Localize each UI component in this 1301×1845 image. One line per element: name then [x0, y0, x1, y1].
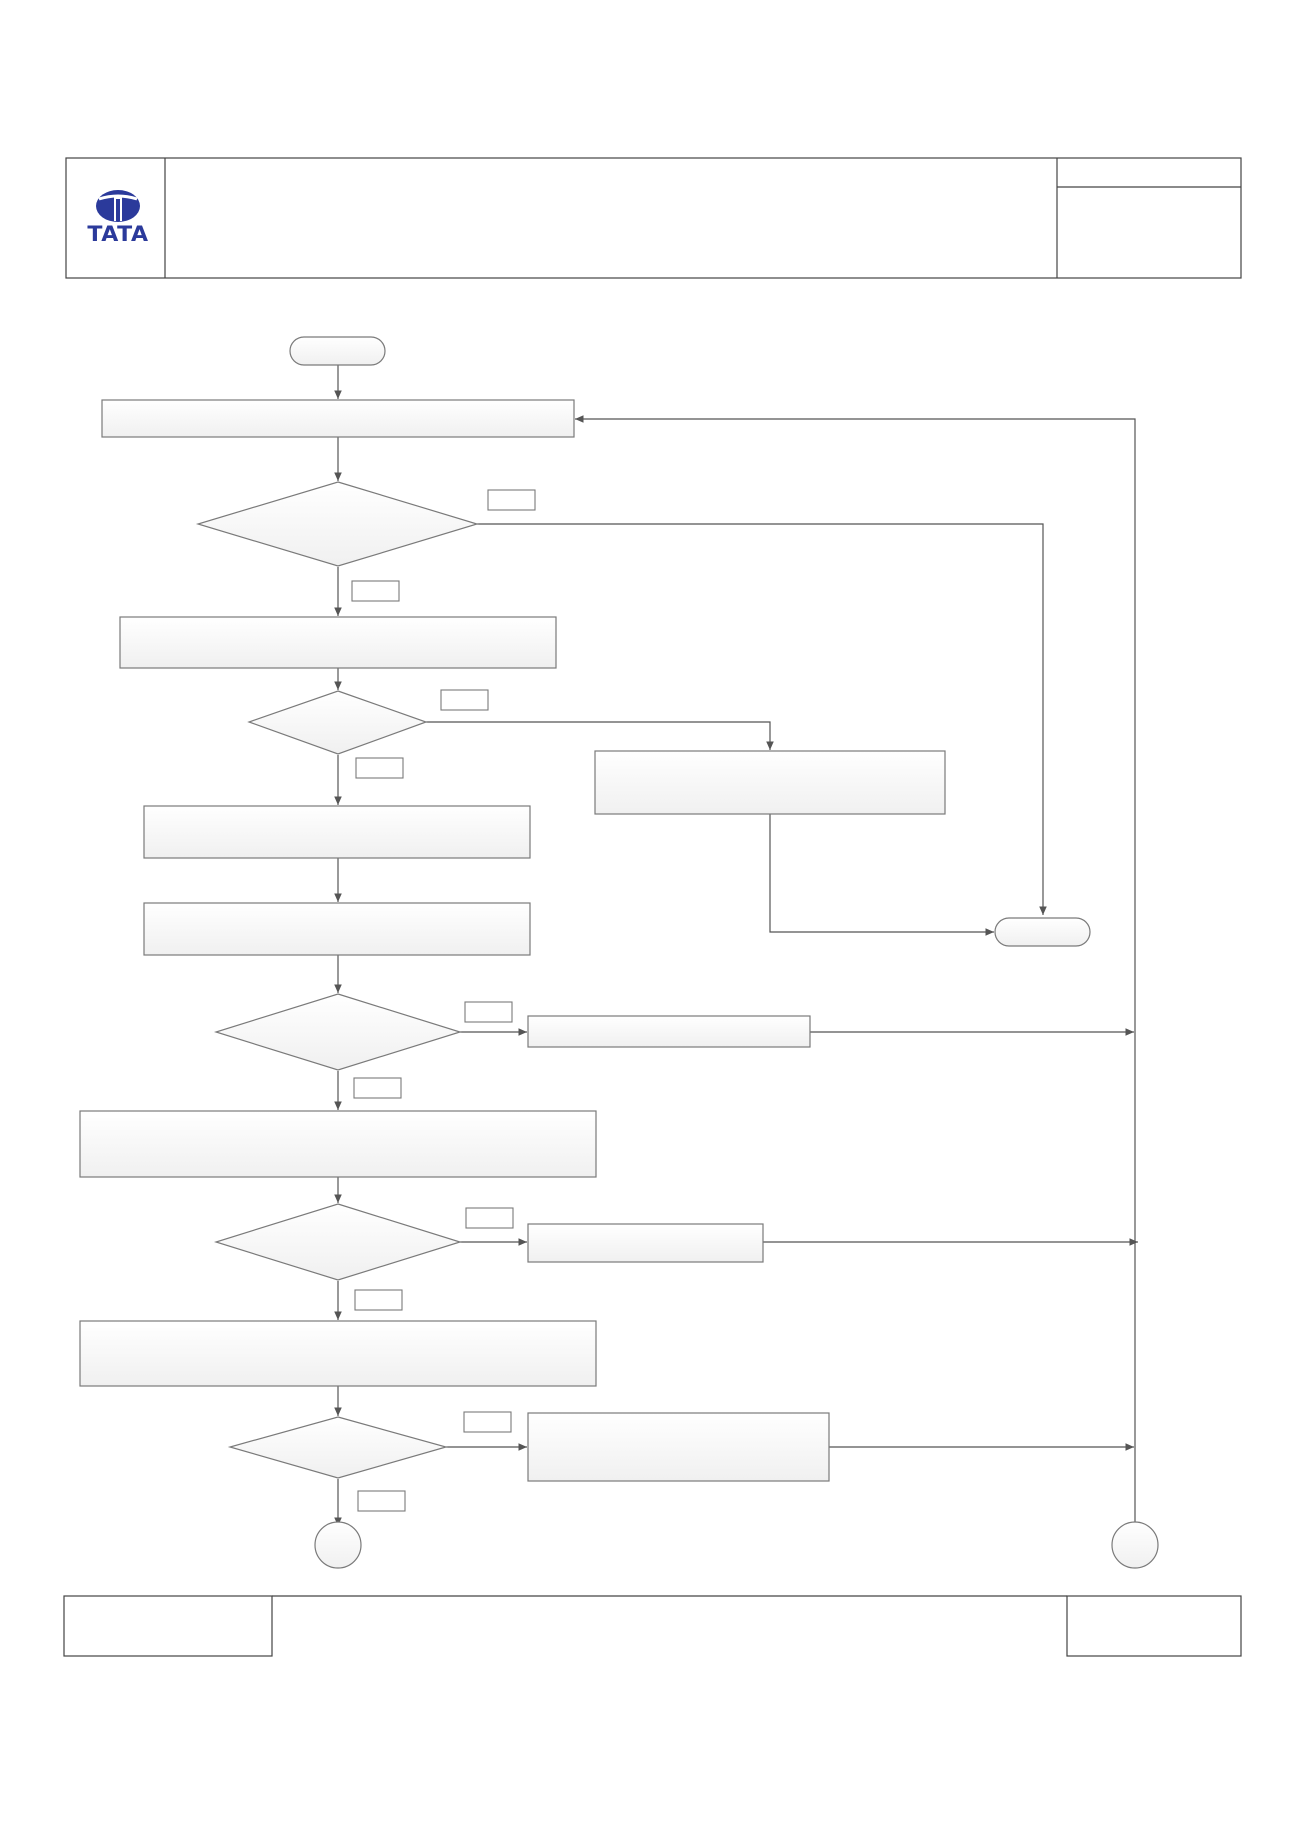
- process-side-box-2: [527, 1223, 764, 1263]
- footer-left-box: [63, 1595, 273, 1657]
- process-side-step: [594, 750, 946, 815]
- offpage-connector-right: [1111, 1521, 1159, 1569]
- process-step-4: [143, 902, 531, 956]
- header-frame: [65, 157, 1242, 279]
- process-step-1: [101, 399, 575, 438]
- branch-label-decision2-right: [440, 689, 489, 711]
- branch-label-decision1-right: [487, 489, 536, 511]
- branch-label-decision1-down: [351, 580, 400, 602]
- connector-loop-back: [575, 415, 1136, 1527]
- branch-label-decision3-down: [353, 1077, 402, 1099]
- process-step-2: [119, 616, 557, 669]
- connector-side-step-to-end: [769, 814, 994, 936]
- connector-decision1-to-end: [477, 523, 1047, 915]
- footer-right-box: [1066, 1595, 1242, 1657]
- tata-logo: [96, 190, 140, 222]
- tata-logo-text: TATA: [87, 222, 149, 246]
- process-side-box-3: [527, 1412, 830, 1482]
- connectors: [334, 365, 1138, 1527]
- branch-label-decision5-down: [357, 1490, 406, 1512]
- decision-4: [213, 1203, 463, 1281]
- end-terminator: [994, 917, 1091, 947]
- process-step-6: [79, 1320, 597, 1387]
- branch-label-decision5-right: [463, 1411, 512, 1433]
- connector-decision2-to-side-step: [426, 721, 774, 750]
- decision-5: [227, 1416, 449, 1479]
- decision-1: [195, 481, 480, 567]
- offpage-connector-left: [314, 1521, 362, 1569]
- branch-label-decision4-right: [465, 1207, 514, 1229]
- decision-2: [247, 690, 428, 755]
- process-step-5: [79, 1110, 597, 1178]
- footer-block: [63, 1595, 1242, 1657]
- decision-3: [213, 993, 463, 1071]
- start-terminator: [289, 336, 386, 366]
- branch-label-decision2-down: [355, 757, 404, 779]
- branch-label-decision3-right: [464, 1001, 513, 1023]
- header-block: [65, 157, 1242, 279]
- process-side-box-1: [527, 1015, 811, 1048]
- process-step-3: [143, 805, 531, 859]
- branch-label-decision4-down: [354, 1289, 403, 1311]
